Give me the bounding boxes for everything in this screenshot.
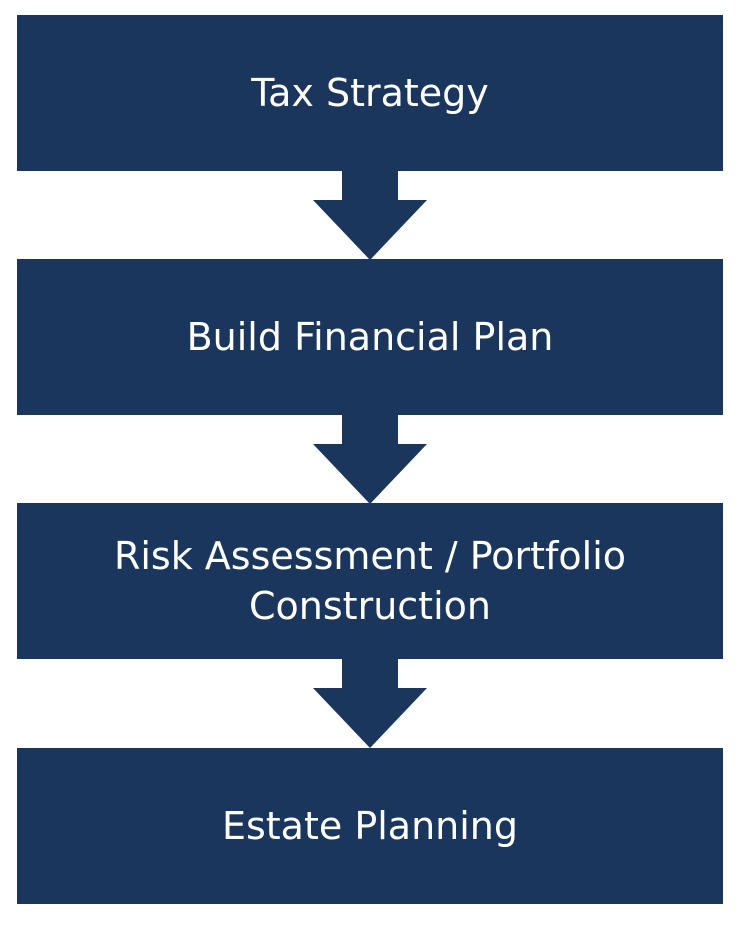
down-arrow-icon <box>313 170 427 260</box>
step-label: Tax Strategy <box>251 71 489 115</box>
step-label: Estate Planning <box>221 804 519 848</box>
step-build-financial-plan: Build Financial Plan <box>17 259 723 415</box>
step-label: Risk Assessment / Portfolio Construction <box>113 534 627 628</box>
step-risk-assessment-portfolio-construction: Risk Assessment / Portfolio Construction <box>17 503 723 659</box>
down-arrow-icon <box>313 658 427 748</box>
step-estate-planning: Estate Planning <box>17 748 723 904</box>
down-arrow-icon <box>313 414 427 504</box>
step-tax-strategy: Tax Strategy <box>17 15 723 171</box>
step-label: Build Financial Plan <box>186 315 554 359</box>
